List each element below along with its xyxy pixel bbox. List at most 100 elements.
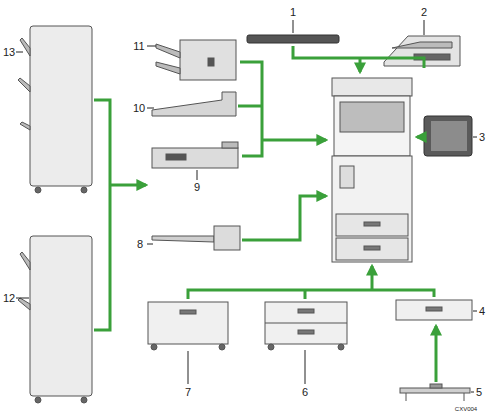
leader-line [471,392,474,393]
bridge-unit [152,142,238,168]
finisher-tray [156,62,180,74]
panel-screen [431,121,467,151]
paper-tray [336,214,408,236]
feeder-tray [392,42,452,48]
tray-handle [364,246,380,250]
one-bin-tray [152,226,240,250]
joint-arrow [417,136,421,139]
leader-line [197,170,198,180]
tray-body [152,92,236,116]
leader-line [188,351,189,384]
scanner-unit [332,78,412,96]
leader-line [473,311,477,312]
finisher-tray [156,44,180,58]
table-leg [406,393,407,401]
platen-cover-body [247,35,339,43]
leader-line [293,20,294,33]
feeder-body [384,36,460,66]
finisher-cabinet [30,26,92,186]
joint-arrow [110,184,146,187]
joint-arrow [359,58,362,72]
finisher-cabinet [30,236,92,396]
bridge-body [152,148,238,168]
leader-line [16,298,29,299]
caster-wheel [338,344,344,350]
callout-number: 9 [194,182,200,193]
finisher-tray [20,252,30,270]
joint-arrow [371,266,374,290]
connection-lines [94,46,436,382]
callout-number: 6 [302,387,308,398]
leader-line [147,108,154,109]
finisher-tray [20,122,30,130]
leader-line [473,137,477,138]
internal-finisher [156,40,236,80]
leader-line [305,350,306,384]
drawer-split [265,323,347,324]
caster-wheel [268,344,274,350]
callout-number: 12 [3,293,15,304]
joint-line [94,100,110,330]
callout-number: 5 [476,387,482,398]
caster-wheel [35,187,41,193]
paper-feed-unit-single [396,300,472,320]
internal-tray [152,92,236,116]
caster-wheel [219,344,225,350]
unit-body [148,302,228,344]
callout-number: 1 [290,7,296,18]
finisher-tray [18,78,30,92]
finisher-upper [18,26,92,193]
joint-arrow [242,196,326,240]
paper-tray [336,238,408,260]
unit-body [396,300,472,320]
output-recess [340,102,404,132]
caster-wheel [81,187,87,193]
finisher-tray [18,298,30,310]
finisher-button [208,58,214,66]
panel-frame [424,116,472,156]
main-unit [332,78,412,262]
lower-body [332,156,412,262]
control-panel [424,116,472,156]
leader-line [147,46,156,47]
callout-number: 13 [3,47,15,58]
document-feeder [384,36,460,66]
unit-body [265,302,347,344]
callout-number: 10 [133,103,145,114]
caster-wheel [151,344,157,350]
caster-wheel [81,397,87,403]
front-door [340,166,354,188]
leader-line [147,244,153,245]
platen-cover [247,35,339,43]
caster-table [400,384,470,401]
callout-number: 4 [479,306,485,317]
callout-number: 11 [133,41,144,52]
figure-code: CXV004 [455,406,477,412]
unit-handle [298,330,314,334]
unit-handle [426,307,442,311]
bin-tray [152,236,214,242]
leader-line [424,20,425,35]
finisher-tray [20,38,30,56]
joint-arrow [435,326,438,382]
caster-wheel [35,397,41,403]
joint-line [188,290,434,299]
output-area [334,96,410,156]
callout-number: 2 [421,7,427,18]
leader-line [16,52,23,53]
bridge-slot [166,154,186,160]
callout-number: 3 [479,132,485,143]
unit-handle [298,309,314,313]
leader-lines [16,20,477,392]
unit-handle [180,310,196,314]
bin-body [214,226,240,250]
paper-feed-unit-double [265,302,347,350]
joint-line [238,62,262,156]
finisher-body [180,40,236,80]
table-peg [430,384,442,388]
finisher-lower [18,236,92,403]
joint-arrow [262,139,326,142]
paper-feed-unit-large [148,302,228,350]
bridge-top [222,142,238,148]
